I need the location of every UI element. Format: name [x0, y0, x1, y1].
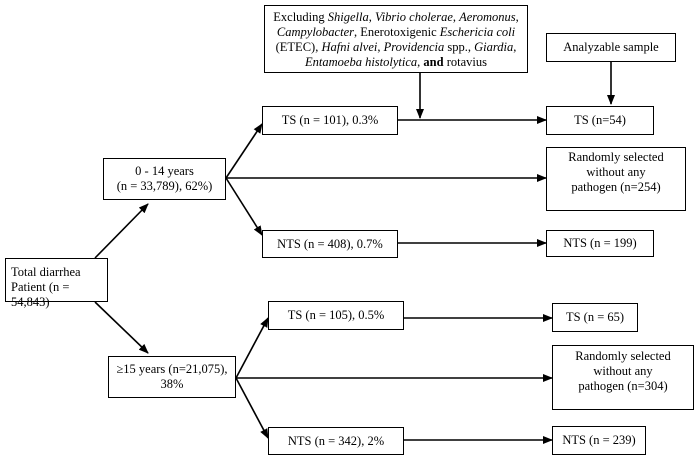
- exclusion-line-3: (ETEC), Hafni alvei, Providencia spp., G…: [275, 40, 517, 54]
- arrow-total-to-old: [94, 301, 149, 354]
- arrow-total-to-young: [94, 203, 149, 259]
- exclusion-line-1: Excluding Shigella, Vibrio cholerae, Aer…: [273, 10, 519, 24]
- old-nts-box: NTS (n = 342), 2%: [268, 427, 404, 455]
- old-ts-final-box: TS (n = 65): [552, 303, 638, 332]
- young-ts-box: TS (n = 101), 0.3%: [262, 106, 398, 135]
- old-nts-final-box: NTS (n = 239): [552, 426, 646, 455]
- arrow-old-to-ts: [235, 317, 269, 379]
- young-ts-final-box: TS (n=54): [546, 106, 654, 135]
- total-patients-box: Total diarrhea Patient (n = 54,843): [5, 258, 108, 309]
- arrow-old-to-nts: [235, 377, 269, 439]
- exclusion-line-2: Campylobacter, Enerotoxigenic Eschericia…: [276, 25, 516, 39]
- young-random-box: Randomly selected without any pathogen (…: [546, 147, 686, 211]
- old-ts-box: TS (n = 105), 0.5%: [268, 301, 404, 330]
- exclusion-note-box: Excluding Shigella, Vibrio cholerae, Aer…: [264, 5, 528, 73]
- age-0-14-box: 0 - 14 years (n = 33,789), 62%): [103, 158, 226, 200]
- old-random-box: Randomly selected without any pathogen (…: [552, 345, 694, 410]
- young-nts-final-box: NTS (n = 199): [546, 230, 654, 257]
- arrow-young-to-nts: [225, 177, 263, 236]
- exclusion-line-4: Entamoeba histolytica, and rotavius: [305, 55, 487, 69]
- age-15-plus-box: ≥15 years (n=21,075), 38%: [108, 356, 236, 398]
- analyzable-sample-box: Analyzable sample: [546, 33, 676, 62]
- young-nts-box: NTS (n = 408), 0.7%: [262, 230, 398, 258]
- arrow-young-to-ts: [225, 123, 263, 179]
